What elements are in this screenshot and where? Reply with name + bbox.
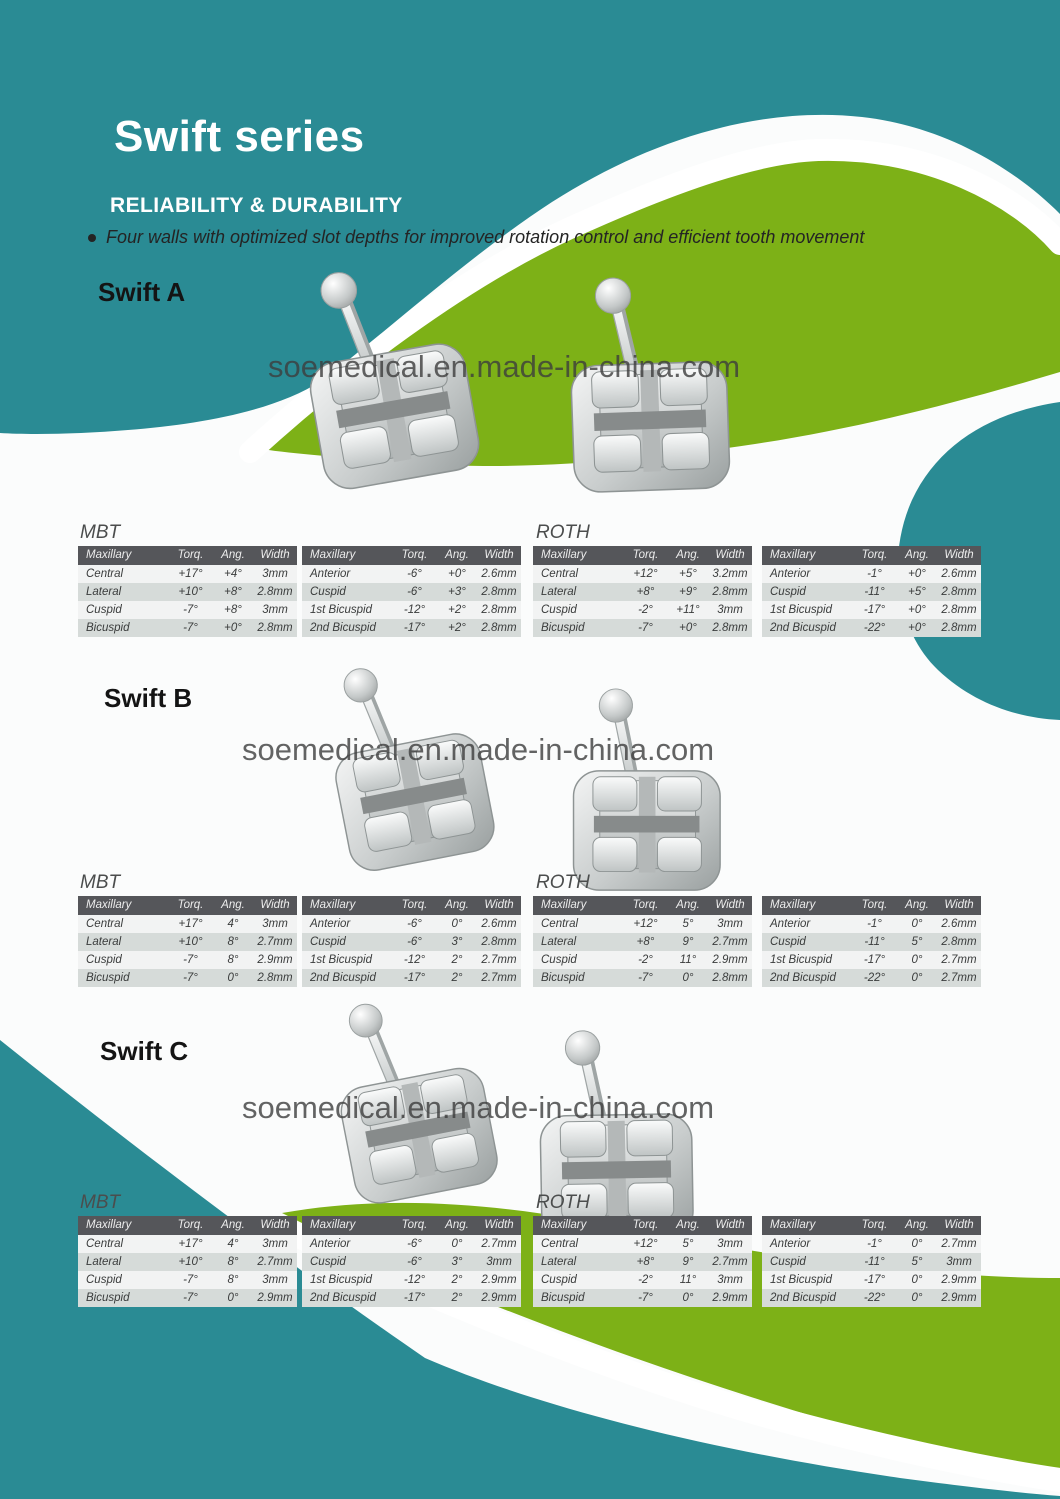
bracket-illustration	[326, 660, 500, 876]
background-teal-right-blob	[897, 402, 1060, 720]
bracket-illustration	[331, 996, 503, 1209]
bracket-illustration	[559, 685, 743, 908]
background-swoosh-white-top	[239, 138, 1060, 463]
background-teal-top	[0, 0, 1060, 434]
background-teal-bottom	[0, 1040, 1060, 1499]
bracket-illustration	[527, 1027, 713, 1255]
